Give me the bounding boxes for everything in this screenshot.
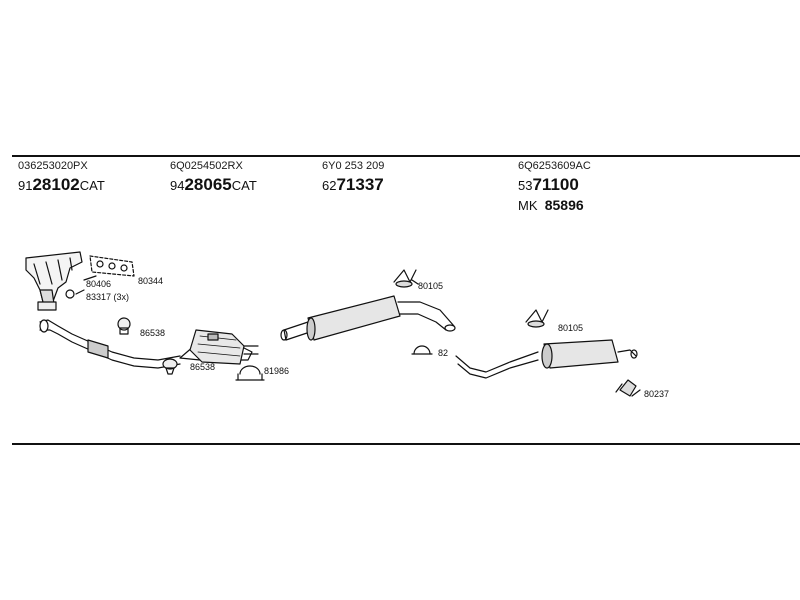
mounting-kit-prefix: MK	[518, 198, 538, 213]
gasket-ring	[65, 289, 75, 299]
oem-number: 6Q0254502RX	[170, 160, 243, 172]
part-label: 86538	[140, 328, 165, 338]
exhaust-manifold	[25, 251, 83, 311]
part-prefix: 91	[18, 178, 33, 193]
rubber-mount	[162, 358, 178, 375]
leader-line	[411, 279, 419, 285]
part-prefix: 53	[518, 178, 533, 193]
catalytic-converter	[179, 329, 259, 365]
rubber-hanger	[393, 269, 417, 288]
leader-line	[75, 289, 85, 295]
part-main: 71337	[336, 175, 384, 194]
top-rule	[12, 155, 800, 157]
rubber-hanger	[615, 379, 641, 397]
part-number: 9428065CAT	[170, 176, 257, 194]
leader-line	[83, 275, 97, 281]
rubber-hanger	[525, 309, 549, 328]
part-label: 80237	[644, 389, 669, 399]
part-number: 5371100	[518, 176, 591, 194]
rubber-mount	[117, 317, 131, 335]
part-label: 82	[438, 348, 448, 358]
oem-number: 6Q6253609AC	[518, 160, 591, 172]
rear-pipe	[455, 351, 539, 379]
part-label: 81986	[264, 366, 289, 376]
pipe-clamp	[411, 345, 433, 355]
part-suffix: CAT	[231, 178, 257, 193]
oem-number: 6Y0 253 209	[322, 160, 385, 172]
part-column-4: 6Q6253609AC 5371100 MK 85896	[518, 160, 591, 213]
part-label: 80406	[86, 279, 111, 289]
mounting-kit-number: MK 85896	[518, 197, 591, 213]
part-column-1: 036253020PX 9128102CAT	[18, 160, 105, 194]
part-label: 80105	[558, 323, 583, 333]
pipe-clamp	[235, 365, 265, 381]
part-number: 9128102CAT	[18, 176, 105, 194]
part-main: 28065	[184, 175, 232, 194]
part-number: 6271337	[322, 176, 384, 194]
part-main: 28102	[32, 175, 80, 194]
part-label: 80105	[418, 281, 443, 291]
part-main: 71100	[532, 175, 579, 194]
part-column-3: 6Y0 253 209 6271337	[322, 160, 384, 194]
middle-silencer	[280, 295, 456, 341]
mounting-kit-value: 85896	[544, 197, 584, 213]
part-prefix: 94	[170, 178, 185, 193]
rear-silencer	[541, 339, 638, 369]
part-label: 80344	[138, 276, 163, 286]
part-column-2: 6Q0254502RX 9428065CAT	[170, 160, 257, 194]
part-label: 86538	[190, 362, 215, 372]
part-prefix: 62	[322, 178, 337, 193]
front-pipe	[39, 319, 181, 369]
part-label: 83317 (3x)	[86, 292, 129, 302]
manifold-gasket	[89, 255, 135, 277]
bottom-rule	[12, 443, 800, 445]
oem-number: 036253020PX	[18, 160, 88, 172]
part-suffix: CAT	[79, 178, 105, 193]
